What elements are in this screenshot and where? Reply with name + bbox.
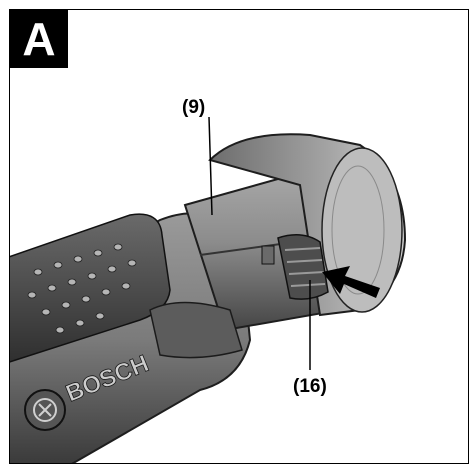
leader-line-9: [208, 116, 213, 216]
release-button[interactable]: [277, 234, 329, 300]
callout-battery: (9): [182, 97, 206, 118]
tool-illustration: BOSCH: [10, 116, 407, 463]
callout-release-button: (16): [293, 376, 327, 397]
illustration-frame: BOSCH A (9) (16): [9, 9, 469, 464]
figure-letter: A: [10, 10, 68, 68]
rubber-grip: [10, 213, 171, 363]
battery-latch-tab: [261, 245, 275, 265]
push-arrow: [322, 266, 380, 298]
grip-dots: [27, 243, 137, 334]
